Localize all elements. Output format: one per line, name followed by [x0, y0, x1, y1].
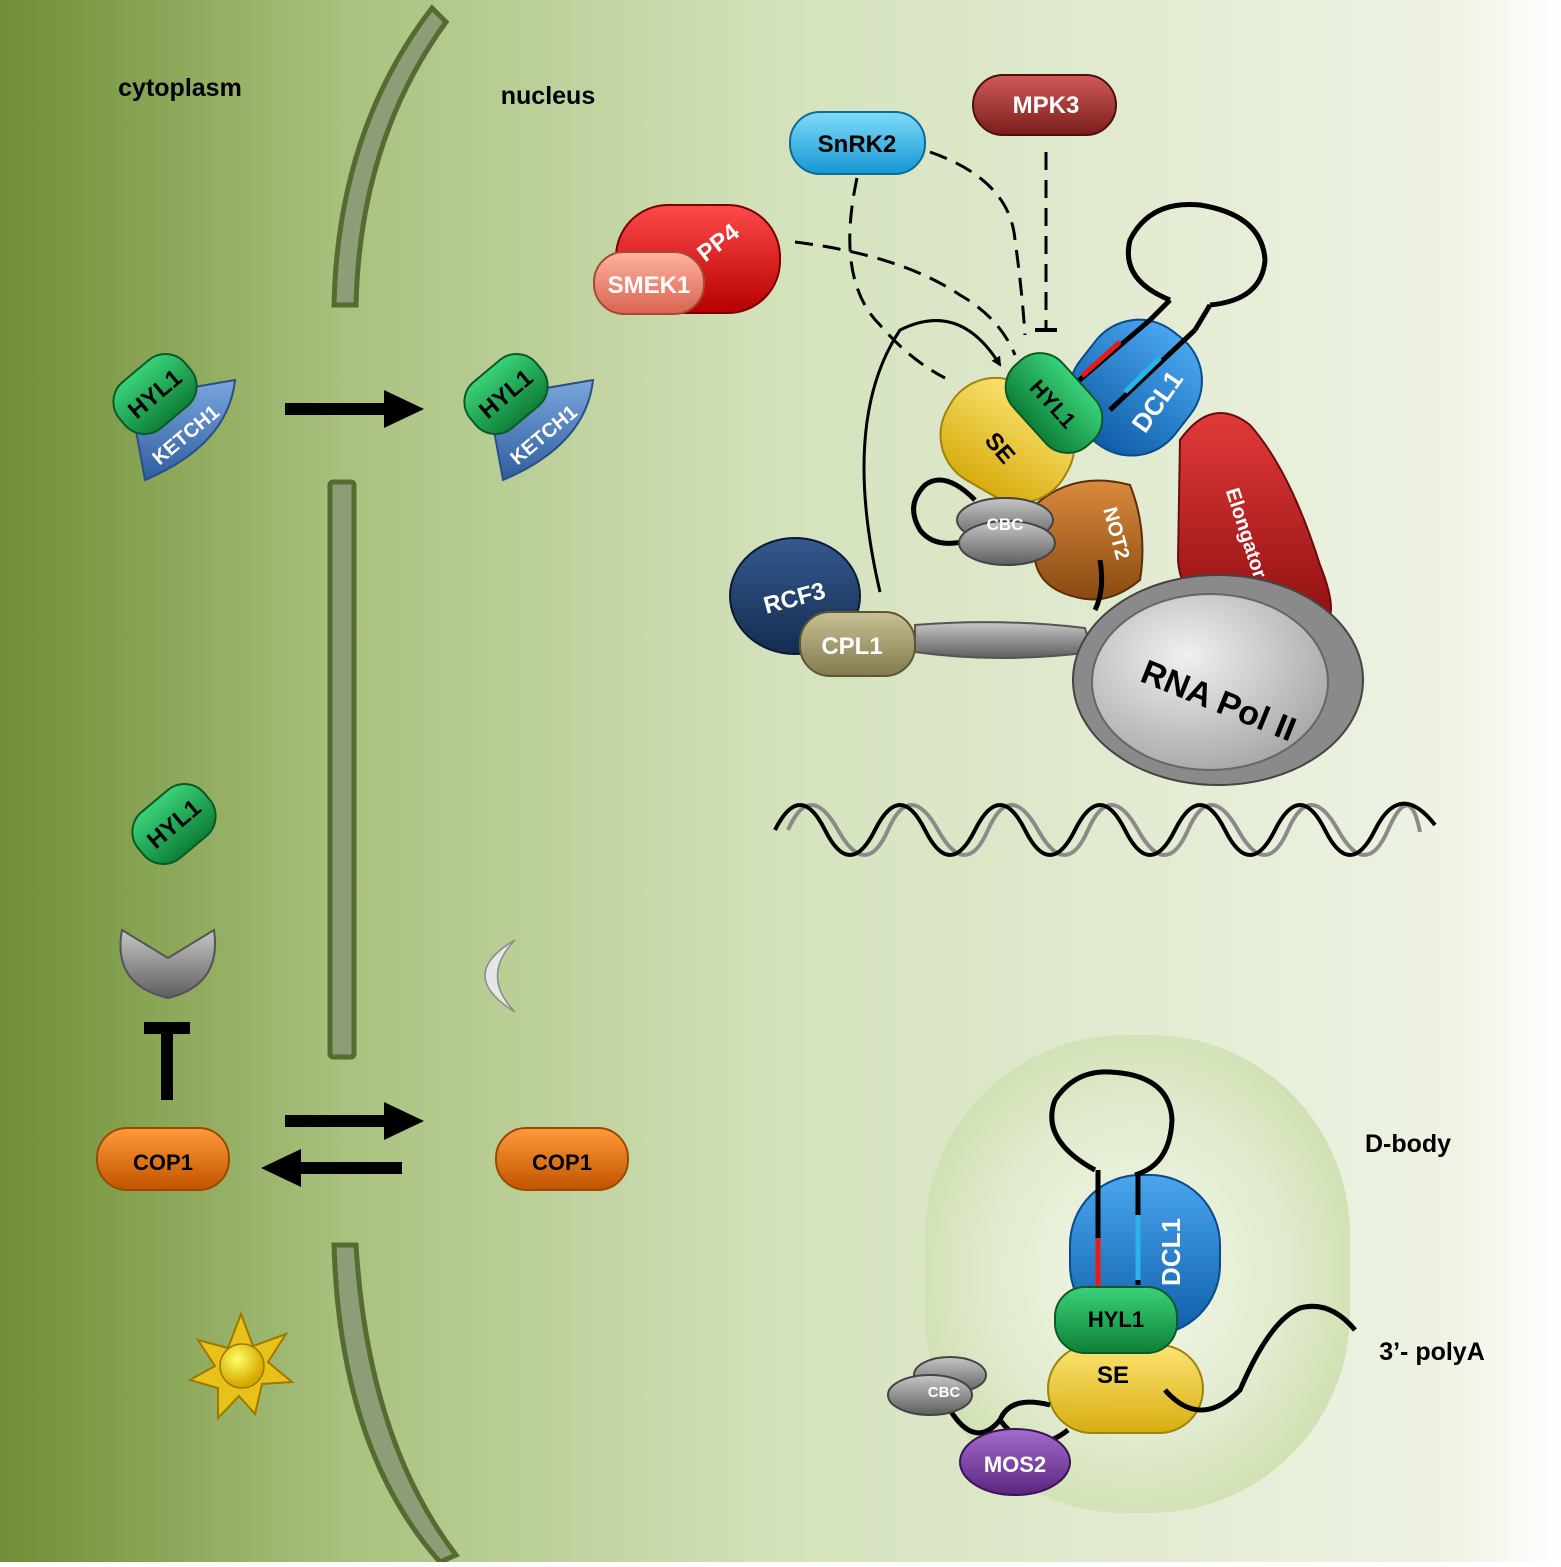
mos2-shape [959, 1428, 1071, 1496]
cpl1-to-hyl1-arrow [862, 319, 1002, 593]
hyl1-nuclear-processor: HYL1 [1004, 352, 1104, 454]
pri-mirna-nuclear [911, 477, 1105, 612]
hairpin-d-body [1049, 1069, 1175, 1290]
pp4-to-hyl1-line [794, 240, 1017, 356]
cop1-label: COP1 [532, 1150, 592, 1175]
hyl1-shape [1004, 352, 1104, 454]
sun-icon [187, 1311, 295, 1421]
proteasome-icon [119, 928, 216, 1000]
hyl1-label: HYL1 [1088, 1307, 1144, 1332]
import-arrow [285, 390, 424, 428]
cop1-label: COP1 [133, 1150, 193, 1175]
cytoplasm-label: cytoplasm [118, 74, 242, 102]
se-d-body: SE [1047, 1344, 1204, 1434]
mos2-d-body: MOS2 [959, 1428, 1071, 1496]
hyl1-free: HYL1 [131, 783, 217, 865]
snrk2: SnRK2 [789, 111, 926, 175]
d-body-label: D-body [1365, 1130, 1451, 1158]
hyl1-ketch1-complex-nucleus: KETCH1 HYL1 [463, 353, 595, 482]
cbc-label: CBC [928, 1384, 961, 1401]
pp4-smek1: PP4 SMEK1 [593, 204, 781, 315]
mpk3: MPK3 [972, 74, 1117, 136]
snrk2-shape [789, 111, 926, 175]
nuclear-envelope [327, 4, 460, 1566]
rna-pol-ii: RNA Pol II [914, 574, 1364, 786]
mos2-label: MOS2 [984, 1452, 1046, 1477]
hyl1-shape [1054, 1286, 1178, 1354]
cop1-shuttle-arrows [261, 1102, 424, 1187]
cbc-label: CBC [987, 515, 1024, 534]
hairpin-nuclear [1060, 201, 1268, 412]
snrk2-to-hyl1-line [929, 150, 1027, 336]
pol-ii-ctd [914, 621, 1094, 659]
smek1-label: SMEK1 [608, 272, 691, 299]
cop1-cytoplasm: COP1 [96, 1127, 230, 1191]
se-shape [1047, 1344, 1204, 1434]
nucleus-label: nucleus [501, 82, 595, 110]
dna-double-helix [773, 801, 1437, 857]
snrk2-to-se-line [848, 177, 946, 380]
cpl1-shape [799, 611, 916, 677]
dcl1-label: DCL1 [1156, 1218, 1186, 1286]
cpl1-label: CPL1 [821, 633, 882, 660]
hyl1-shape [112, 353, 198, 435]
cop1-shape [96, 1127, 230, 1191]
cpl1: CPL1 [799, 611, 916, 677]
hyl1-shape [463, 353, 549, 435]
snrk2-label: SnRK2 [818, 131, 897, 158]
cbc-nuclear: CBC [956, 497, 1056, 566]
se-label: SE [1097, 1362, 1129, 1389]
not2-shape [1034, 479, 1144, 601]
mpk3-inhibition-bar [1035, 328, 1057, 332]
cbc-d-body: CBC [887, 1356, 987, 1416]
mpk3-label: MPK3 [1013, 92, 1080, 119]
mpk3-shape [972, 74, 1117, 136]
cop1-shape [495, 1127, 629, 1191]
not2: NOT2 [1034, 479, 1144, 601]
pol-ii-shape [1091, 593, 1329, 771]
smek1-shape [593, 251, 705, 315]
cop1-nucleus: COP1 [495, 1127, 629, 1191]
polya-label: 3’- polyA [1379, 1338, 1485, 1366]
hyl1-shape [131, 783, 217, 865]
cop1-inhibition [144, 1022, 190, 1100]
hyl1-d-body: HYL1 [1054, 1286, 1178, 1354]
regulatory-dashed-lines [794, 150, 1048, 380]
moon-icon [484, 939, 516, 1013]
